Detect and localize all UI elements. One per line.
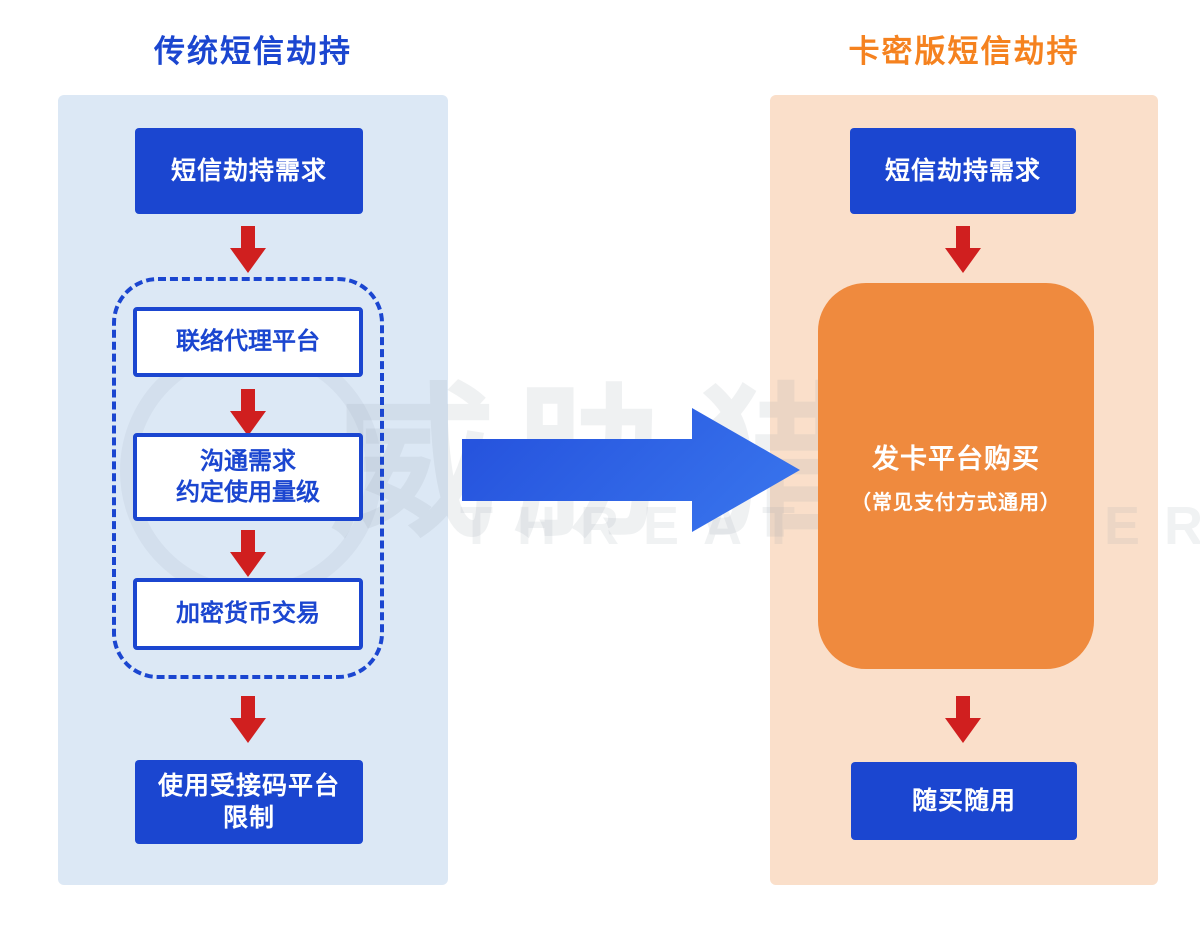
down-arrow-icon xyxy=(945,696,981,743)
left-dashed-step1-box: 联络代理平台 xyxy=(133,307,363,377)
down-arrow-icon xyxy=(230,530,266,577)
right-main-box: 发卡平台购买 （常见支付方式通用） xyxy=(818,283,1094,669)
right-end-box: 随买随用 xyxy=(851,762,1077,840)
left-end-line2: 限制 xyxy=(222,804,275,832)
left-end-line1: 使用受接码平台 xyxy=(157,771,340,800)
right-start-box: 短信劫持需求 xyxy=(850,128,1076,214)
down-arrow-icon xyxy=(230,696,266,743)
right-column-title: 卡密版短信劫持 xyxy=(848,34,1080,69)
down-arrow-icon xyxy=(230,226,266,273)
left-start-box: 短信劫持需求 xyxy=(135,128,363,214)
down-arrow-icon xyxy=(945,226,981,273)
right-arrow-icon xyxy=(462,408,800,532)
left-dashed-step2-line1: 沟通需求 xyxy=(200,447,296,475)
down-arrow-icon xyxy=(230,389,266,436)
right-start-label: 短信劫持需求 xyxy=(884,156,1041,185)
right-main-line1: 发卡平台购买 xyxy=(872,444,1040,474)
left-dashed-step3-label: 加密货币交易 xyxy=(176,600,320,628)
left-start-label: 短信劫持需求 xyxy=(170,156,327,185)
left-dashed-step2-line2: 约定使用量级 xyxy=(176,479,320,506)
left-dashed-step3-box: 加密货币交易 xyxy=(133,578,363,650)
left-end-box: 使用受接码平台 限制 xyxy=(135,760,363,844)
right-main-line2: （常见支付方式通用） xyxy=(851,492,1061,514)
left-column-title: 传统短信劫持 xyxy=(154,34,352,69)
left-dashed-step2-box: 沟通需求 约定使用量级 xyxy=(133,433,363,521)
left-dashed-step1-label: 联络代理平台 xyxy=(176,328,320,356)
left-dashed-group xyxy=(112,277,384,679)
right-end-label: 随买随用 xyxy=(911,786,1016,815)
